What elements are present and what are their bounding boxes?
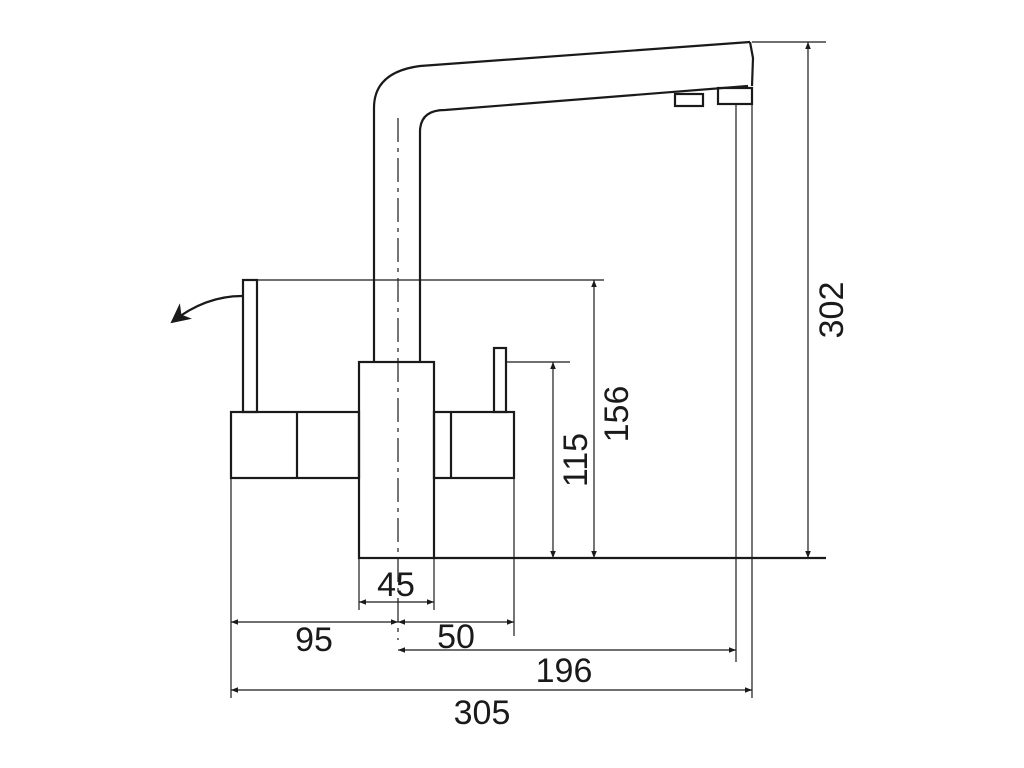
- dim-45-label: 45: [377, 566, 415, 604]
- dim-50-label: 50: [437, 618, 475, 656]
- faucet-outline: [170, 40, 755, 640]
- dim-196-label: 196: [536, 652, 593, 690]
- dim-302-label: 302: [813, 282, 851, 339]
- extension-lines: [230, 41, 826, 698]
- dim-305-label: 305: [454, 694, 511, 732]
- dim-95-label: 95: [295, 621, 333, 659]
- dim-156-label: 156: [598, 386, 636, 443]
- dimension-lines: [231, 42, 811, 693]
- dim-115-label: 115: [557, 433, 595, 487]
